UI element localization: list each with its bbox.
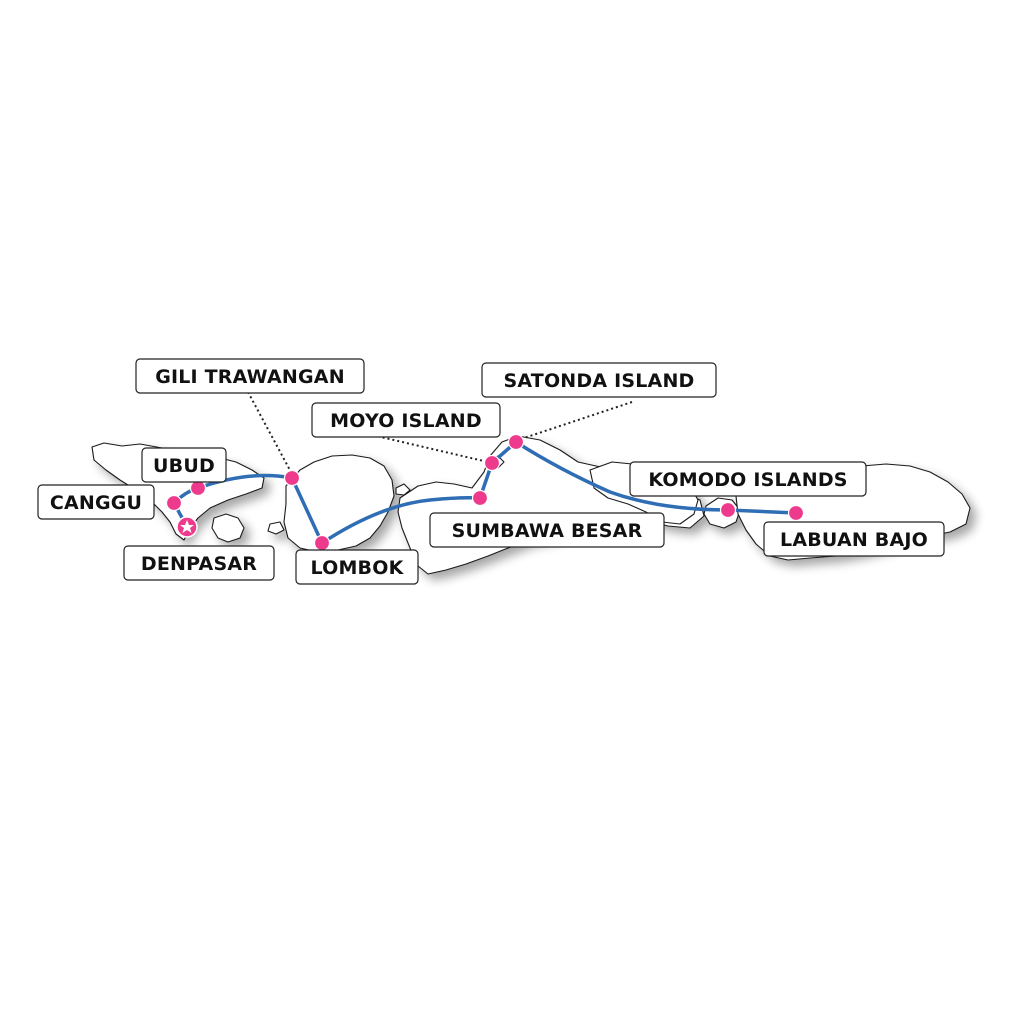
sumbawa-islet [395, 483, 411, 496]
label-komodo-islands[interactable]: KOMODO ISLANDS [629, 461, 867, 497]
label-moyo-island[interactable]: MOYO ISLAND [311, 402, 501, 438]
label-text: MOYO ISLAND [330, 410, 482, 432]
stop-moyo-island[interactable] [483, 454, 501, 472]
label-text: LOMBOK [310, 557, 404, 579]
lombok-island [283, 454, 395, 553]
leader-moyo-island [367, 433, 489, 463]
stop-labuan-bajo[interactable] [787, 504, 805, 522]
stop-lombok[interactable] [313, 534, 331, 552]
stop-sumbawa-besar[interactable] [471, 489, 489, 507]
label-labuan-bajo[interactable]: LABUAN BAJO [763, 521, 945, 557]
stop-canggu[interactable] [165, 494, 183, 512]
label-text: GILI TRAWANGAN [155, 366, 345, 388]
label-satonda-island[interactable]: SATONDA ISLAND [481, 362, 717, 398]
label-text: DENPASAR [141, 553, 257, 575]
label-text: SATONDA ISLAND [503, 370, 694, 392]
gili-islet [267, 521, 285, 535]
stop-ubud[interactable] [189, 479, 207, 497]
label-canggu[interactable]: CANGGU [37, 484, 155, 520]
stop-satonda-island[interactable] [507, 433, 525, 451]
stop-gili-trawangan[interactable] [283, 469, 301, 487]
label-ubud[interactable]: UBUD [141, 447, 227, 483]
label-text: UBUD [153, 455, 215, 477]
label-text: SUMBAWA BESAR [452, 520, 643, 542]
route-stops [165, 433, 805, 552]
stop-komodo-islands[interactable] [719, 501, 737, 519]
label-text: LABUAN BAJO [780, 529, 928, 551]
leader-satonda-island [517, 401, 633, 441]
label-lombok[interactable]: LOMBOK [295, 549, 419, 585]
label-gili-trawangan[interactable]: GILI TRAWANGAN [135, 358, 365, 394]
nusa-penida-island [211, 513, 245, 543]
leader-gili-trawangan [247, 391, 293, 475]
label-text: KOMODO ISLANDS [648, 469, 847, 491]
label-sumbawa-besar[interactable]: SUMBAWA BESAR [429, 512, 665, 548]
location-labels: GILI TRAWANGAN SATONDA ISLAND MOYO ISLAN… [37, 358, 945, 585]
star-icon [180, 520, 194, 533]
label-denpasar[interactable]: DENPASAR [123, 545, 275, 581]
label-text: CANGGU [50, 492, 142, 514]
